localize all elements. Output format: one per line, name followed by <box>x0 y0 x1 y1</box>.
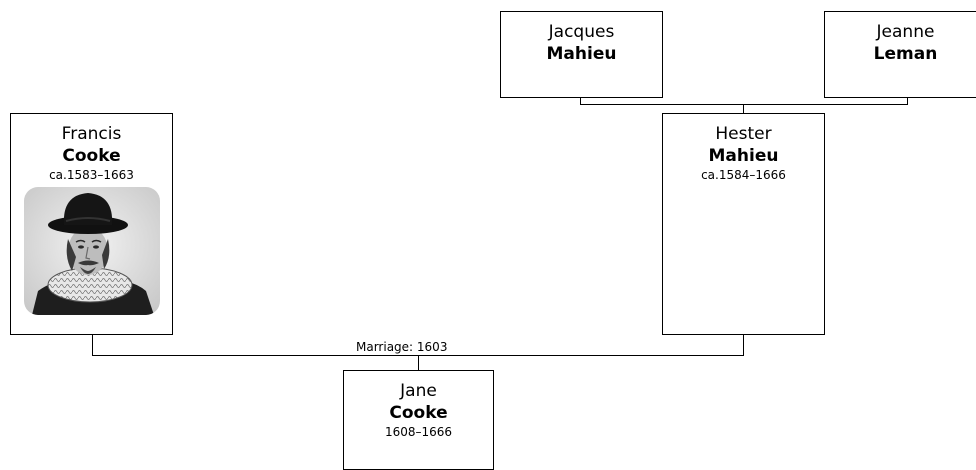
life-dates: 1608–1666 <box>384 425 453 439</box>
surname: Cooke <box>62 146 121 166</box>
given-name: Jane <box>400 381 437 401</box>
person-hester-mahieu[interactable]: Hester Mahieu ca.1584–1666 <box>662 113 825 335</box>
surname: Leman <box>873 44 938 64</box>
connector-parents-horizontal <box>580 104 908 105</box>
connector-to-jane <box>418 355 419 370</box>
connector-jacques-down <box>580 97 581 105</box>
surname: Mahieu <box>546 44 617 64</box>
given-name: Francis <box>61 124 122 144</box>
surname: Mahieu <box>708 146 779 166</box>
surname: Cooke <box>389 403 448 423</box>
marriage-label: Marriage: 1603 <box>354 340 450 354</box>
connector-hester-down <box>743 334 744 356</box>
connector-francis-down <box>92 334 93 356</box>
connector-jeanne-down <box>907 97 908 105</box>
life-dates: ca.1583–1663 <box>49 168 134 182</box>
connector-to-hester <box>743 104 744 113</box>
person-jane-cooke[interactable]: Jane Cooke 1608–1666 <box>343 370 494 470</box>
portrait-engraving-icon <box>23 187 160 315</box>
given-name: Hester <box>715 124 772 144</box>
person-jeanne-leman[interactable]: Jeanne Leman <box>824 11 976 98</box>
given-name: Jacques <box>548 22 615 42</box>
person-jacques-mahieu[interactable]: Jacques Mahieu <box>500 11 663 98</box>
life-dates: ca.1584–1666 <box>701 168 786 182</box>
given-name: Jeanne <box>876 22 935 42</box>
person-francis-cooke[interactable]: Francis Cooke ca.1583–1663 <box>10 113 173 335</box>
portrait-image <box>23 187 160 315</box>
